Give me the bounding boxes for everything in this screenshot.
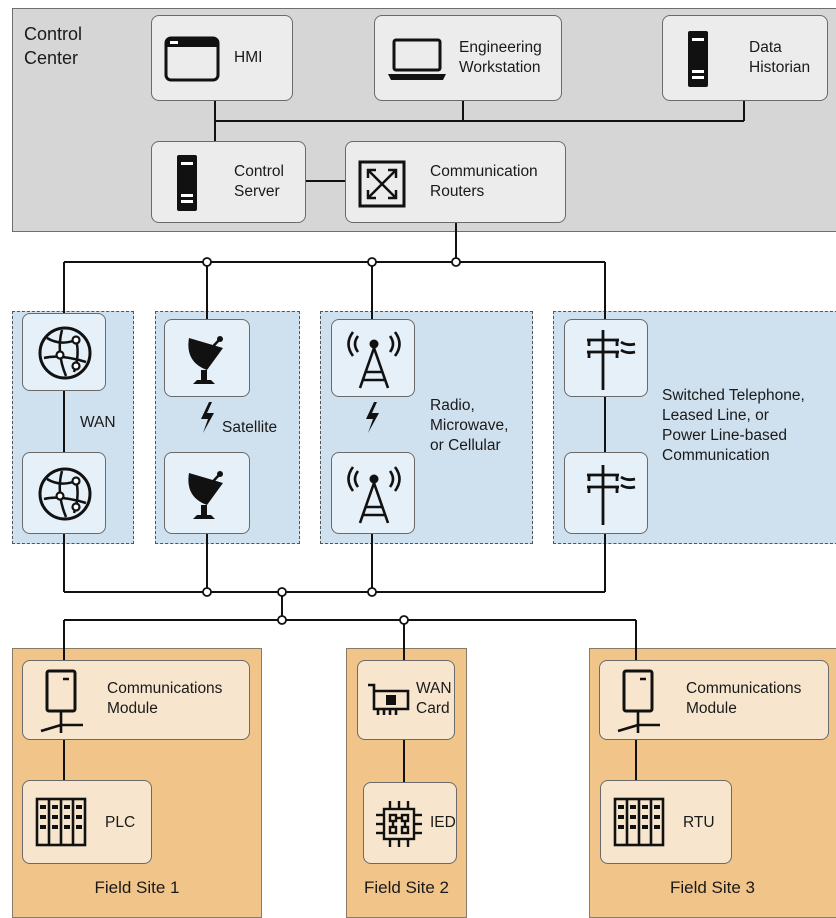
globe-network-icon bbox=[38, 326, 92, 380]
network-card-icon bbox=[368, 683, 410, 715]
control-center-title: Control Center bbox=[24, 24, 83, 68]
globe-network-icon bbox=[38, 467, 92, 521]
server-tower-icon bbox=[688, 31, 708, 87]
field-site-2-title: Field Site 2 bbox=[363, 878, 450, 897]
rtu-label: RTU bbox=[683, 814, 715, 831]
field-site-3-title: Field Site 3 bbox=[669, 878, 756, 897]
engineering-workstation-node[interactable]: Engineering Workstation bbox=[374, 15, 562, 101]
telephone-node-top[interactable] bbox=[564, 319, 648, 397]
wan-node-bottom[interactable] bbox=[22, 452, 106, 534]
satellite-node-bottom[interactable] bbox=[164, 452, 250, 534]
hmi-node[interactable]: HMI bbox=[151, 15, 293, 101]
satellite-node-top[interactable] bbox=[164, 319, 250, 397]
ied-node[interactable]: IED bbox=[363, 782, 457, 864]
plc-node[interactable]: PLC bbox=[22, 780, 152, 864]
wan-card-label: WAN Card bbox=[416, 680, 452, 717]
rtu-node[interactable]: RTU bbox=[600, 780, 732, 864]
telephone-label: Switched Telephone, Leased Line, or Powe… bbox=[662, 387, 805, 464]
radio-node-bottom[interactable] bbox=[331, 452, 415, 534]
radio-node-top[interactable] bbox=[331, 319, 415, 397]
field-site-1-comm-label: Communications Module bbox=[107, 680, 223, 717]
server-tower-icon bbox=[177, 155, 197, 211]
satellite-dish-icon bbox=[188, 336, 223, 384]
laptop-icon bbox=[388, 38, 446, 80]
plc-rack-icon bbox=[35, 797, 87, 847]
data-historian-label: Data Historian bbox=[749, 39, 811, 76]
wan-label: WAN bbox=[80, 414, 116, 431]
monitor-icon bbox=[164, 36, 220, 82]
field-site-3-comm-node[interactable]: Communications Module bbox=[599, 660, 829, 740]
telephone-node-bottom[interactable] bbox=[564, 452, 648, 534]
utility-pole-icon bbox=[587, 330, 636, 390]
utility-pole-icon bbox=[587, 465, 636, 525]
field-site-1-title: Field Site 1 bbox=[94, 878, 180, 897]
field-site-1-comm-node[interactable]: Communications Module bbox=[22, 660, 250, 740]
field-site-3-comm-label: Communications Module bbox=[686, 680, 802, 717]
comm-module-icon bbox=[617, 669, 660, 733]
radio-tower-icon bbox=[347, 331, 401, 389]
control-server-node[interactable]: Control Server bbox=[151, 141, 306, 223]
plc-label: PLC bbox=[105, 814, 136, 831]
chip-icon bbox=[376, 801, 422, 847]
rtu-rack-icon bbox=[613, 797, 665, 847]
comm-module-icon bbox=[40, 669, 83, 733]
satellite-dish-icon bbox=[188, 471, 223, 519]
radio-tower-icon bbox=[347, 466, 401, 524]
satellite-label: Satellite bbox=[222, 419, 278, 436]
control-server-label: Control Server bbox=[234, 163, 284, 200]
router-switch-icon bbox=[358, 160, 406, 208]
communication-routers-node[interactable]: Communication Routers bbox=[345, 141, 566, 223]
radio-label: Radio, Microwave, or Cellular bbox=[430, 397, 509, 454]
wan-card-node[interactable]: WAN Card bbox=[357, 660, 455, 740]
hmi-label: HMI bbox=[234, 49, 263, 66]
wan-node-top[interactable] bbox=[22, 313, 106, 391]
data-historian-node[interactable]: Data Historian bbox=[662, 15, 828, 101]
engineering-workstation-label: Engineering Workstation bbox=[459, 39, 542, 76]
communication-routers-label: Communication Routers bbox=[430, 163, 538, 200]
ied-label: IED bbox=[430, 814, 456, 831]
